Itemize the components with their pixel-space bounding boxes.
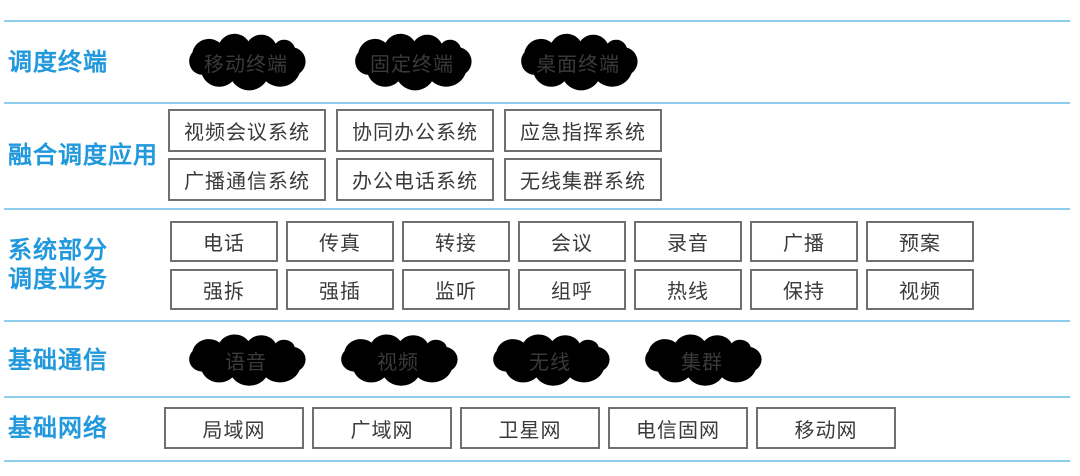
divider-line xyxy=(4,396,1070,398)
layer-label-communication: 基础通信 xyxy=(8,347,108,374)
comm-cloud: 视频 xyxy=(330,331,466,389)
app-system-box: 办公电话系统 xyxy=(336,158,494,201)
comm-cloud-label: 语音 xyxy=(225,351,267,374)
layer-label-services: 系统部分 调度业务 xyxy=(8,236,108,294)
service-box: 录音 xyxy=(634,221,742,262)
service-box: 强拆 xyxy=(170,269,278,310)
comm-cloud: 集群 xyxy=(634,331,770,389)
app-system-box: 广播通信系统 xyxy=(168,158,326,201)
network-box: 局域网 xyxy=(164,407,304,449)
service-box: 视频 xyxy=(866,269,974,310)
layer-label-networks: 基础网络 xyxy=(8,415,108,442)
terminal-cloud-label: 固定终端 xyxy=(370,53,454,76)
networks-row: 局域网 广域网 卫星网 电信固网 移动网 xyxy=(164,407,896,449)
service-box: 监听 xyxy=(402,269,510,310)
network-box: 移动网 xyxy=(756,407,896,449)
terminal-cloud-label: 移动终端 xyxy=(204,53,288,76)
comm-cloud-label: 无线 xyxy=(529,351,571,374)
network-box: 卫星网 xyxy=(460,407,600,449)
service-box: 传真 xyxy=(286,221,394,262)
divider-line xyxy=(4,460,1070,462)
divider-line xyxy=(4,102,1070,104)
service-box: 会议 xyxy=(518,221,626,262)
layer-label-services-line2: 调度业务 xyxy=(8,266,108,293)
comm-cloud-label: 集群 xyxy=(681,351,723,374)
app-system-box: 视频会议系统 xyxy=(168,109,326,152)
network-box: 电信固网 xyxy=(608,407,748,449)
terminal-cloud: 固定终端 xyxy=(344,30,480,94)
service-box: 广播 xyxy=(750,221,858,262)
terminal-cloud: 移动终端 xyxy=(178,30,314,94)
service-box: 强插 xyxy=(286,269,394,310)
service-box: 保持 xyxy=(750,269,858,310)
terminal-cloud-label: 桌面终端 xyxy=(536,53,620,76)
comm-cloud: 无线 xyxy=(482,331,618,389)
service-box: 预案 xyxy=(866,221,974,262)
divider-line xyxy=(4,320,1070,322)
comm-cloud-label: 视频 xyxy=(377,351,419,374)
service-box: 热线 xyxy=(634,269,742,310)
communication-cloud-row: 语音 视频 无线 集群 xyxy=(178,331,770,389)
terminal-cloud: 桌面终端 xyxy=(510,30,646,94)
applications-grid: 视频会议系统 协同办公系统 应急指挥系统 广播通信系统 办公电话系统 无线集群系… xyxy=(168,109,662,201)
app-system-box: 无线集群系统 xyxy=(504,158,662,201)
service-box: 组呼 xyxy=(518,269,626,310)
layer-label-terminals: 调度终端 xyxy=(8,49,108,76)
comm-cloud: 语音 xyxy=(178,331,314,389)
services-grid: 电话 传真 转接 会议 录音 广播 预案 强拆 强插 监听 组呼 热线 保持 视… xyxy=(170,221,974,310)
divider-line xyxy=(4,20,1070,22)
service-box: 转接 xyxy=(402,221,510,262)
network-box: 广域网 xyxy=(312,407,452,449)
app-system-box: 应急指挥系统 xyxy=(504,109,662,152)
layer-label-services-line1: 系统部分 xyxy=(8,237,108,264)
terminals-cloud-row: 移动终端 固定终端 桌面终端 xyxy=(178,30,646,94)
service-box: 电话 xyxy=(170,221,278,262)
layer-label-applications: 融合调度应用 xyxy=(8,142,158,169)
divider-line xyxy=(4,208,1070,210)
app-system-box: 协同办公系统 xyxy=(336,109,494,152)
